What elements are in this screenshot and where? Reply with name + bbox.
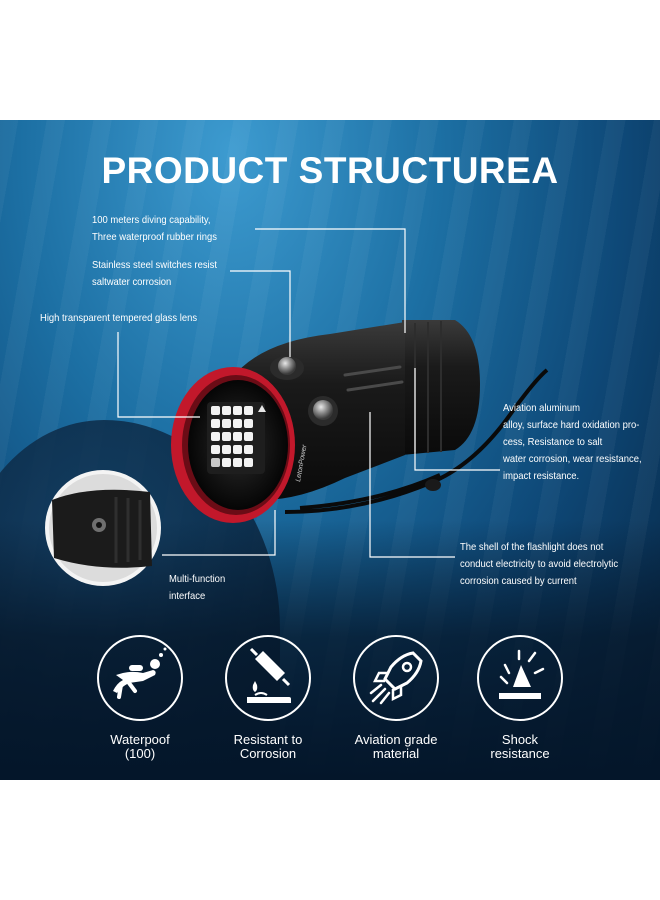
diver-icon <box>97 635 183 721</box>
feature-label: Aviation grade material <box>354 732 438 761</box>
feature-aviation: Aviation grade material <box>346 635 446 761</box>
callout-aluminum: Aviation aluminum alloy, surface hard ox… <box>503 402 642 482</box>
feature-shock: Shock resistance <box>470 635 570 761</box>
feature-waterproof: Waterpoof (100) <box>90 635 190 761</box>
feature-corrosion: Resistant to Corrosion <box>218 635 318 761</box>
flashlight-illustration: LetonPower <box>45 228 549 586</box>
callout-switches: Stainless steel switches resist saltwate… <box>92 259 218 288</box>
callout-diving: 100 meters diving capability, Three wate… <box>92 214 218 243</box>
feature-label: Shock resistance <box>490 732 550 761</box>
callout-interface: Multi-function interface <box>169 573 226 602</box>
rocket-icon <box>353 635 439 721</box>
callout-glass: High transparent tempered glass lens <box>40 312 198 324</box>
product-banner: PRODUCT STRUCTUREA <box>0 120 660 780</box>
shock-icon <box>477 635 563 721</box>
callout-lines <box>117 228 500 558</box>
rear-cap <box>402 320 480 455</box>
led-array <box>207 402 265 474</box>
interface-inset <box>45 470 161 586</box>
feature-label: Waterpoof (100) <box>110 732 170 761</box>
corrosion-icon <box>225 635 311 721</box>
feature-label: Resistant to Corrosion <box>233 732 303 761</box>
callout-shell: The shell of the flashlight does not con… <box>460 541 619 587</box>
page-title: PRODUCT STRUCTUREA <box>101 150 559 191</box>
